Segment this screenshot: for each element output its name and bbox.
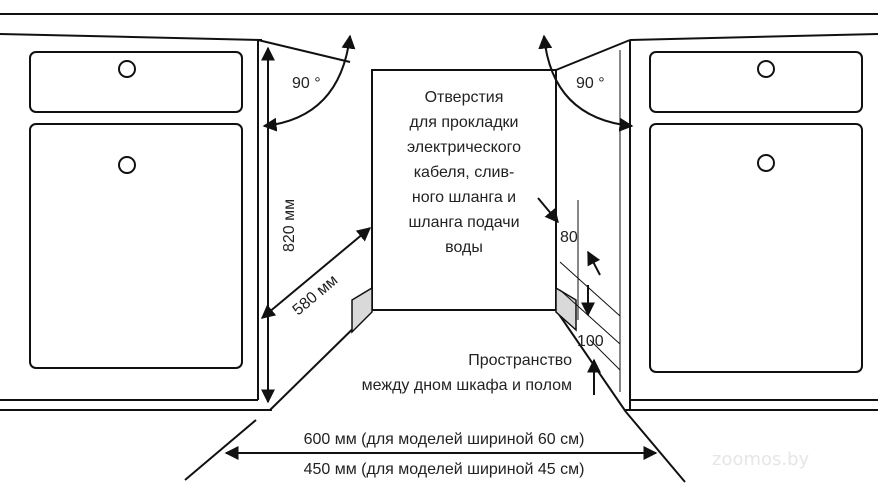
right-drawer-knob: [757, 60, 775, 78]
watermark: zoomos.by: [712, 449, 810, 470]
openings-pointer: [537, 197, 559, 224]
right-door: [649, 123, 863, 373]
width-45-label: 450 мм (для моделей шириной 45 см): [304, 461, 585, 478]
left-angle-label: 90 °: [292, 75, 321, 92]
dim-100-label: 100: [577, 333, 604, 350]
svg-text:электрического: электрического: [407, 139, 521, 156]
niche: [184, 69, 686, 483]
svg-text:кабеля, слив-: кабеля, слив-: [414, 164, 515, 181]
right-drawer: [649, 51, 863, 113]
left-drawer-knob: [118, 60, 136, 78]
dim-80-label: 80: [560, 229, 578, 246]
right-angle-label: 90 °: [576, 75, 605, 92]
left-floor-gap-shade: [351, 286, 373, 334]
right-door-angle-arrow: [538, 34, 634, 132]
space-label-line1: Пространство: [468, 352, 572, 369]
svg-text:для прокладки: для прокладки: [410, 114, 519, 131]
width-60-label: 600 мм (для моделей шириной 60 см): [304, 431, 585, 448]
back-wall: [371, 69, 557, 311]
space-label-line2: между дном шкафа и полом: [362, 377, 572, 394]
right-cabinet: [555, 39, 878, 411]
right-floor-gap-shade: [555, 286, 577, 332]
right-door-knob: [757, 154, 775, 172]
svg-text:ного шланга и: ного шланга и: [412, 189, 516, 206]
left-cabinet-top: [0, 33, 263, 41]
svg-text:шланга подачи: шланга подачи: [408, 214, 519, 231]
svg-text:Отверстия: Отверстия: [425, 89, 504, 106]
svg-text:воды: воды: [445, 239, 483, 256]
left-door-angle-arrow: [262, 34, 356, 132]
height-label: 820 мм: [281, 199, 298, 252]
left-door-knob: [118, 156, 136, 174]
openings-label: Отверстия для прокладки электрического к…: [407, 89, 521, 256]
left-door: [29, 123, 243, 369]
right-cabinet-top: [629, 33, 878, 41]
dim-80-arrow: [587, 250, 601, 276]
depth-arrow: [260, 227, 372, 319]
left-drawer: [29, 51, 243, 113]
depth-label: 580 мм: [290, 272, 342, 319]
